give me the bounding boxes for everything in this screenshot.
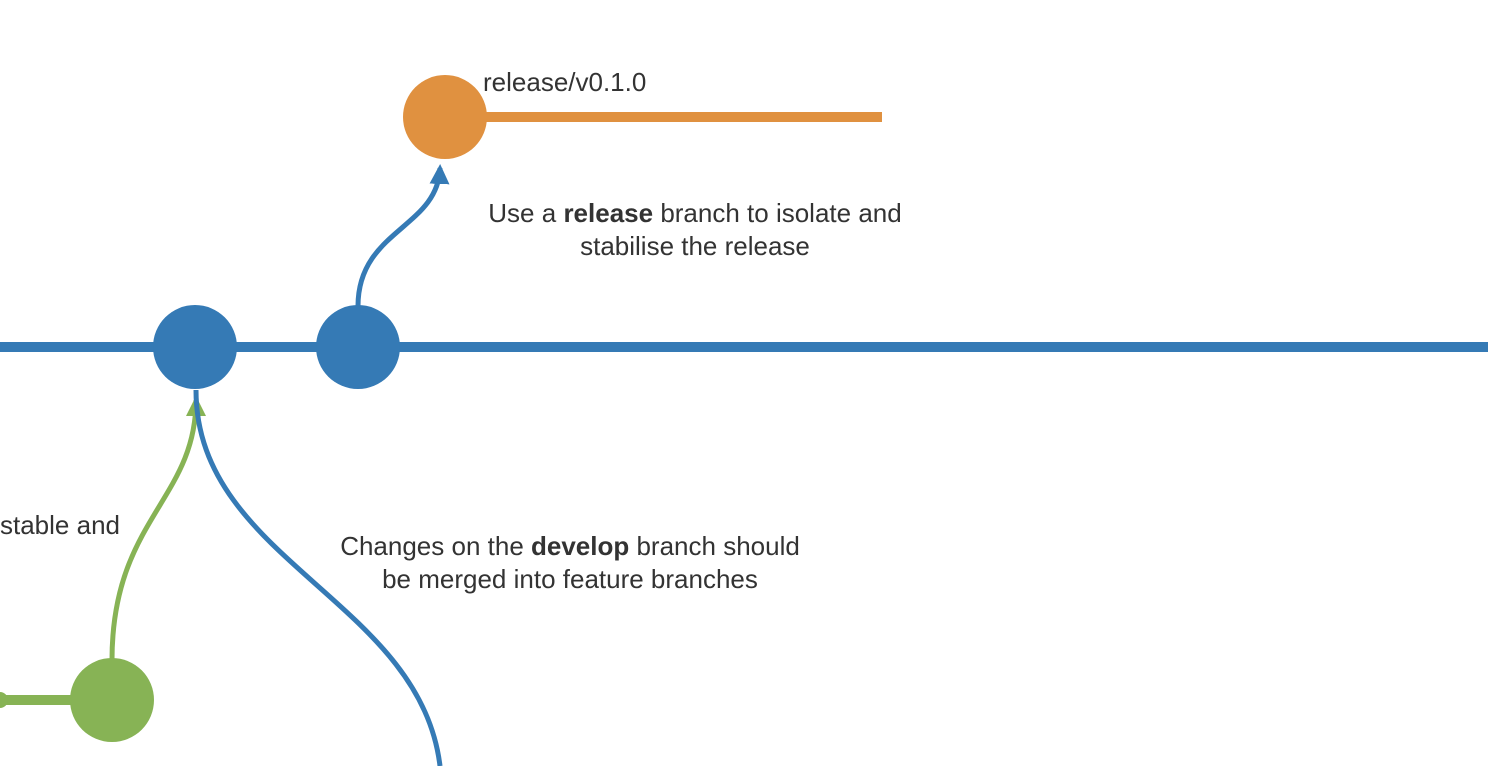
develop-commit-2 <box>316 305 400 389</box>
release-fork-arrow <box>355 164 450 307</box>
release-annotation: Use a release branch to isolate and stab… <box>470 197 920 263</box>
develop-annotation-line2: be merged into feature branches <box>382 564 758 594</box>
feature-commit-2 <box>70 658 154 742</box>
feature-merge-arrow <box>109 396 206 661</box>
feature-commit-1 <box>0 692 8 708</box>
develop-to-feature-line <box>193 389 443 766</box>
release-annotation-line1: Use a release branch to isolate and <box>488 198 902 228</box>
develop-annotation-line1: Changes on the develop branch should <box>340 531 800 561</box>
release-annotation-line2: stabilise the release <box>580 231 810 261</box>
release-branch-label: release/v0.1.0 <box>483 67 647 97</box>
develop-annotation: Changes on the develop branch should be … <box>320 530 820 596</box>
feature-annotation-fragment: stable and <box>0 510 120 540</box>
develop-commit-1 <box>153 305 237 389</box>
release-commit <box>403 75 487 159</box>
